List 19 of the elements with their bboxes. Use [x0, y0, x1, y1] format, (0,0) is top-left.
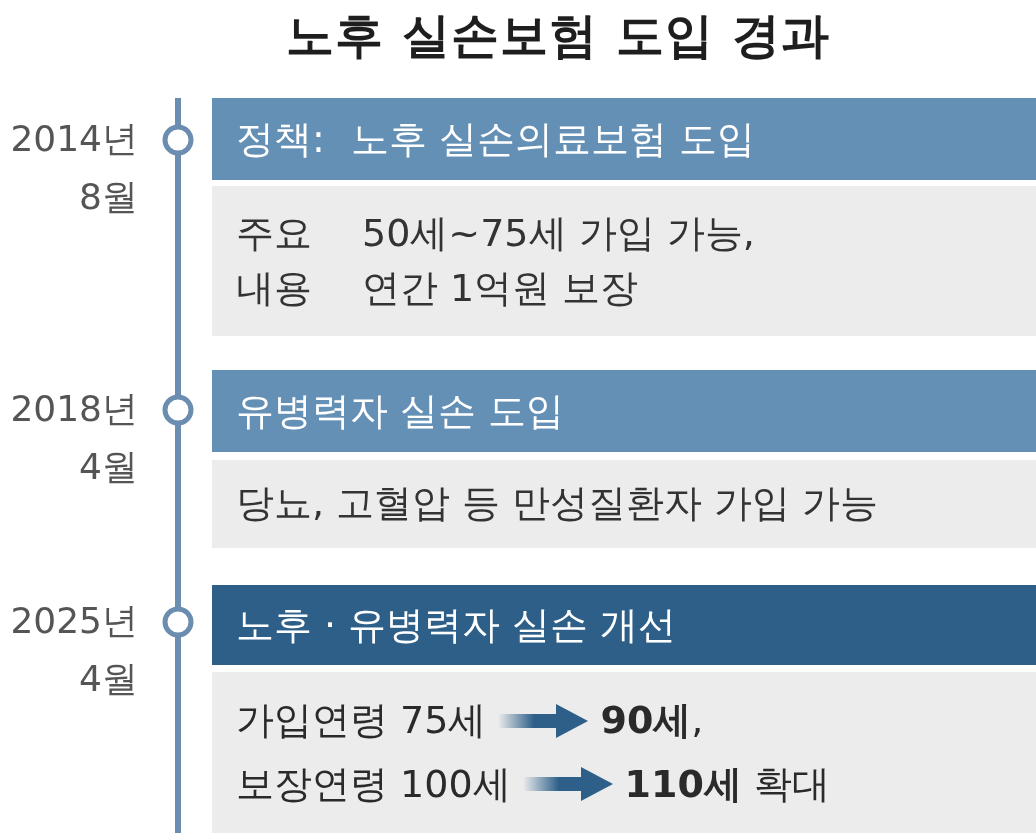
content-text: 50세~75세 가입 가능, 연간 1억원 보장 — [362, 209, 756, 312]
content-panel — [212, 672, 1036, 833]
header-text: 노후 · 유병력자 실손 개선 — [236, 601, 677, 649]
header-text: 정책: — [236, 115, 325, 163]
event-header-bar — [212, 370, 1036, 452]
event-header-bar — [212, 98, 1036, 180]
date-label: 2025년 4월 — [9, 599, 138, 701]
date-label: 2014년 8월 — [9, 117, 138, 219]
content-text: 90세, — [600, 697, 704, 745]
header-text: 노후 실손의료보험 도입 — [350, 115, 755, 163]
side-label: 주요 내용 — [236, 209, 313, 312]
content-text: 당뇨, 고혈압 등 만성질환자 가입 가능 — [236, 480, 879, 528]
content-text: 가입연령 75세 — [236, 697, 487, 745]
date-label: 2018년 4월 — [9, 387, 138, 489]
content-text: 보장연령 100세 — [236, 760, 511, 808]
event-header-bar — [212, 585, 1036, 665]
header-text: 유병력자 실손 도입 — [236, 387, 565, 435]
title: 노후 실손보험 도입 경과 — [285, 6, 831, 65]
content-text: 110세 확대 — [624, 760, 831, 808]
